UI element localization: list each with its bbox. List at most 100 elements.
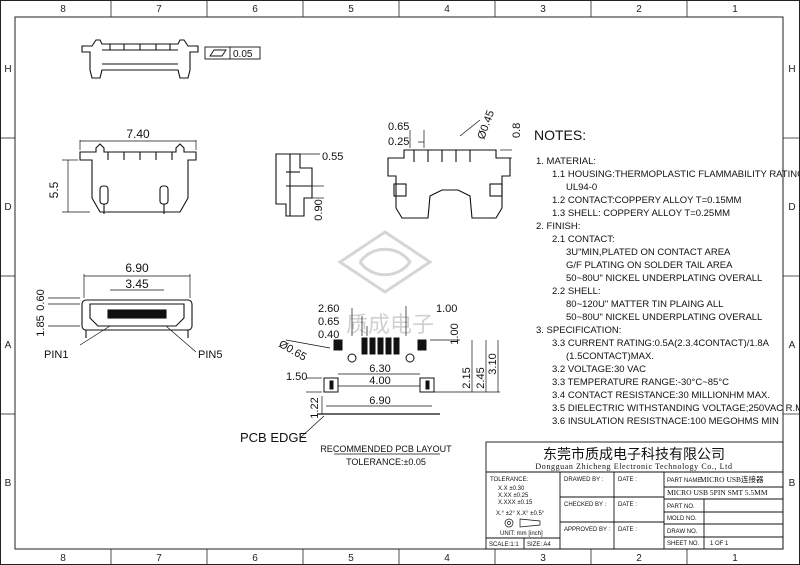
bottom-pitch-dim: 3.45 [125, 277, 149, 291]
note-line: 50~80U" NICKEL UNDERPLATING OVERALL [566, 312, 762, 323]
grid-top-4: 4 [444, 4, 450, 15]
note-line: 1.1 HOUSING:THERMOPLASTIC FLAMMABILITY R… [552, 169, 800, 180]
draw-no-label: DRAW NO. [667, 529, 698, 535]
tolerance-xx: X.XX ±0.25 [498, 493, 529, 499]
side-top-dim: 0.55 [322, 151, 343, 163]
part-description: MICRO USB 5PIN SMT 5.5MM [667, 488, 768, 497]
tolerance-x: X.X ±0.30 [498, 486, 525, 492]
note-line: 2. FINISH: [536, 221, 580, 232]
approved-by-label: APPROVED BY : [564, 527, 611, 533]
bottom-offset-dim: 1.85 [35, 315, 47, 336]
mold-no-label: MOLD NO. [667, 516, 697, 522]
checked-by-label: CHECKED BY : [564, 502, 607, 508]
grid-top-3: 3 [540, 4, 546, 15]
grid-bottom-6: 6 [252, 553, 258, 564]
grid-top-7: 7 [156, 4, 162, 15]
pcb-dim-260: 2.60 [318, 303, 339, 315]
part-name-label: PART NAME: [667, 478, 703, 484]
grid-top-5: 5 [348, 4, 354, 15]
note-line: 2.1 CONTACT: [552, 234, 615, 245]
scale-label: SCALE:1:1 [489, 542, 519, 548]
date-label-1: DATE : [618, 477, 637, 483]
title-block [485, 441, 784, 550]
top-outline-view [81, 39, 199, 79]
note-line: 3.3 TEMPERATURE RANGE:-30°C~85°C [552, 377, 729, 388]
pcb-layout-view [285, 306, 500, 439]
pcb-dim-690: 6.90 [369, 395, 390, 407]
pcb-dim-630: 6.30 [369, 363, 390, 375]
side-depth-dim: 0.90 [313, 199, 325, 220]
bottom-width-dim: 6.90 [125, 261, 149, 275]
grid-top-1: 1 [732, 4, 738, 15]
grid-bottom-8: 8 [60, 553, 66, 564]
sheet-no-value: 1 OF 1 [710, 541, 729, 547]
pcb-dim-215: 2.15 [461, 367, 473, 388]
pcb-dim-150: 1.50 [286, 371, 307, 383]
pin5-label: PIN5 [198, 349, 222, 361]
front-view [62, 140, 197, 214]
note-line: 1.3 SHELL: COPPERY ALLOY T=0.25MM [552, 208, 730, 219]
unit-label: UNIT: mm [inch] [500, 531, 543, 537]
pcb-dim-065: 0.65 [318, 316, 339, 328]
pcb-dim-245: 2.45 [475, 367, 487, 388]
notes-title: NOTES: [534, 127, 586, 143]
note-line: 80~120U" MATTER TIN PLAING ALL [566, 299, 723, 310]
note-line: 3.5 DIELECTRIC WITHSTANDING VOLTAGE;250V… [552, 403, 800, 414]
front-height-dim: 5.5 [47, 181, 61, 198]
grid-left-b: B [5, 478, 12, 489]
note-line: 1. MATERIAL: [536, 156, 596, 167]
grid-top-8: 8 [60, 4, 66, 15]
grid-top-6: 6 [252, 4, 258, 15]
pin1-label: PIN1 [44, 349, 68, 361]
front-width-dim: 7.40 [126, 127, 150, 141]
drawed-by-label: DRAWED BY : [564, 477, 604, 483]
note-line: 1.2 CONTACT:COPPERY ALLOY T=0.15MM [552, 195, 742, 206]
grid-right-h: H [788, 64, 795, 75]
sheet-no-label: SHEET NO. [667, 541, 700, 547]
flatness-icon [209, 49, 227, 57]
note-line: 3.3 CURRENT RATING:0.5A(2.3.4CONTACT)/1.… [552, 338, 770, 349]
company-name-en: Dongguan Zhicheng Electronic Technology … [535, 462, 732, 471]
pcb-tolerance: TOLERANCE:±0.05 [346, 457, 426, 467]
tolerance-xxx: X.XXX ±0.15 [498, 500, 533, 506]
note-line: 50~80U" NICKEL UNDERPLATING OVERALL [566, 273, 762, 284]
grid-left-h: H [4, 64, 11, 75]
grid-left-d: D [4, 202, 11, 213]
flatness-value: 0.05 [233, 49, 253, 60]
note-line: 3. SPECIFICATION: [536, 325, 621, 336]
part-no-label: PART NO. [667, 504, 695, 510]
grid-bottom-1: 1 [732, 553, 738, 564]
pcb-dim-122: 1.22 [309, 397, 321, 418]
projection-symbol-icon [504, 518, 541, 528]
note-line: 3.4 CONTACT RESISTANCE:30 MILLIONHM MAX. [552, 390, 770, 401]
note-line: 2.2 SHELL: [552, 286, 601, 297]
side-view [275, 153, 324, 217]
date-label-3: DATE : [618, 527, 637, 533]
pcb-dim-310: 3.10 [487, 353, 499, 374]
pcb-caption: RECOMMENDED PCB LAYOUT [320, 444, 452, 454]
top-view [387, 119, 512, 219]
grid-left-a: A [5, 340, 12, 351]
top-dim-065: 0.65 [388, 121, 409, 133]
watermark-text: 质成电子 [346, 312, 434, 337]
pcb-dim-400: 4.00 [369, 375, 390, 387]
note-line: (1.5CONTACT)MAX. [566, 351, 654, 362]
grid-bottom-5: 5 [348, 553, 354, 564]
note-line: 3.2 VOLTAGE:30 VAC [552, 364, 646, 375]
pcb-dim-040: 0.40 [318, 329, 339, 341]
date-label-2: DATE : [618, 502, 637, 508]
bottom-left-dim: 0.60 [35, 289, 47, 310]
tolerance-angle: X.° ±2° X.X° ±0.5° [496, 511, 545, 517]
top-dim-08: 0.8 [511, 123, 523, 138]
grid-right-a: A [789, 340, 796, 351]
watermark-logo [337, 230, 433, 294]
note-line: UL94-0 [566, 182, 597, 193]
pcb-edge-label: PCB EDGE [240, 430, 308, 445]
grid-top-2: 2 [636, 4, 642, 15]
part-name-value: MICRO USB连接器 [700, 474, 764, 484]
grid-bottom-3: 3 [540, 553, 546, 564]
note-line: G/F PLATING ON SOLDER TAIL AREA [566, 260, 733, 271]
tolerance-label: TOLERANCE: [490, 477, 529, 483]
size-label: SIZE: A4 [527, 542, 551, 548]
